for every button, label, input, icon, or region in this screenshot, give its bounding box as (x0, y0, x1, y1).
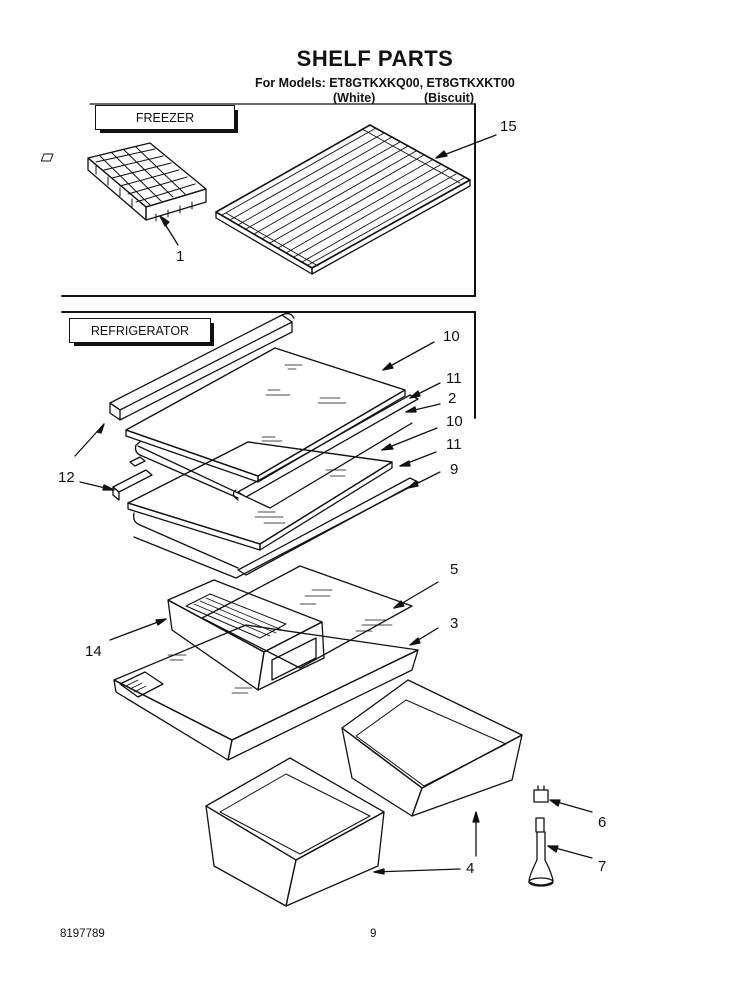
callout-12: 12 (58, 469, 75, 486)
glass-shelf-part-mid (127, 441, 393, 551)
shelf-frame-part-bottom (132, 477, 419, 579)
shelf-frame-part-top (134, 394, 419, 509)
document-number: 8197789 (60, 928, 105, 940)
models-line: For Models: ET8GTKXKQ00, ET8GTKXKT00 (255, 76, 515, 90)
variant-white: (White) (333, 91, 376, 105)
glass-shelf-part-top (125, 347, 406, 483)
callout-14: 14 (85, 643, 102, 660)
callout-6: 6 (598, 814, 607, 831)
freezer-frame (61, 103, 476, 297)
crisper-cover-part (201, 565, 413, 669)
callout-2: 2 (448, 390, 457, 407)
control-knob-part (533, 785, 549, 803)
crisper-bin-part-left (205, 757, 385, 907)
callout-9: 9 (450, 461, 459, 478)
callout-10-mid: 10 (446, 413, 463, 430)
callout-7: 7 (598, 858, 607, 875)
callout-10-top: 10 (443, 328, 460, 345)
callout-1: 1 (176, 248, 185, 265)
crisper-bin-part-right (341, 679, 523, 817)
crisper-frame-part (113, 624, 419, 761)
callout-5: 5 (450, 561, 459, 578)
callout-3: 3 (450, 615, 459, 632)
callout-4: 4 (466, 860, 475, 877)
callout-11-mid: 11 (446, 436, 462, 453)
refrigerator-frame (61, 311, 476, 419)
callout-15: 15 (500, 118, 517, 135)
freezer-wire-shelf-part (215, 124, 471, 275)
meat-drawer-part (167, 579, 325, 691)
variant-biscuit: (Biscuit) (424, 91, 474, 105)
ice-tray-part (40, 142, 207, 222)
trim-rail-part (109, 312, 295, 421)
trim-rail-part-2 (112, 456, 153, 501)
callout-11-top: 11 (446, 370, 462, 387)
leader-4a (373, 868, 461, 873)
damper-control-part (528, 817, 554, 887)
page-title: SHELF PARTS (296, 46, 454, 71)
page-number: 9 (370, 928, 377, 940)
